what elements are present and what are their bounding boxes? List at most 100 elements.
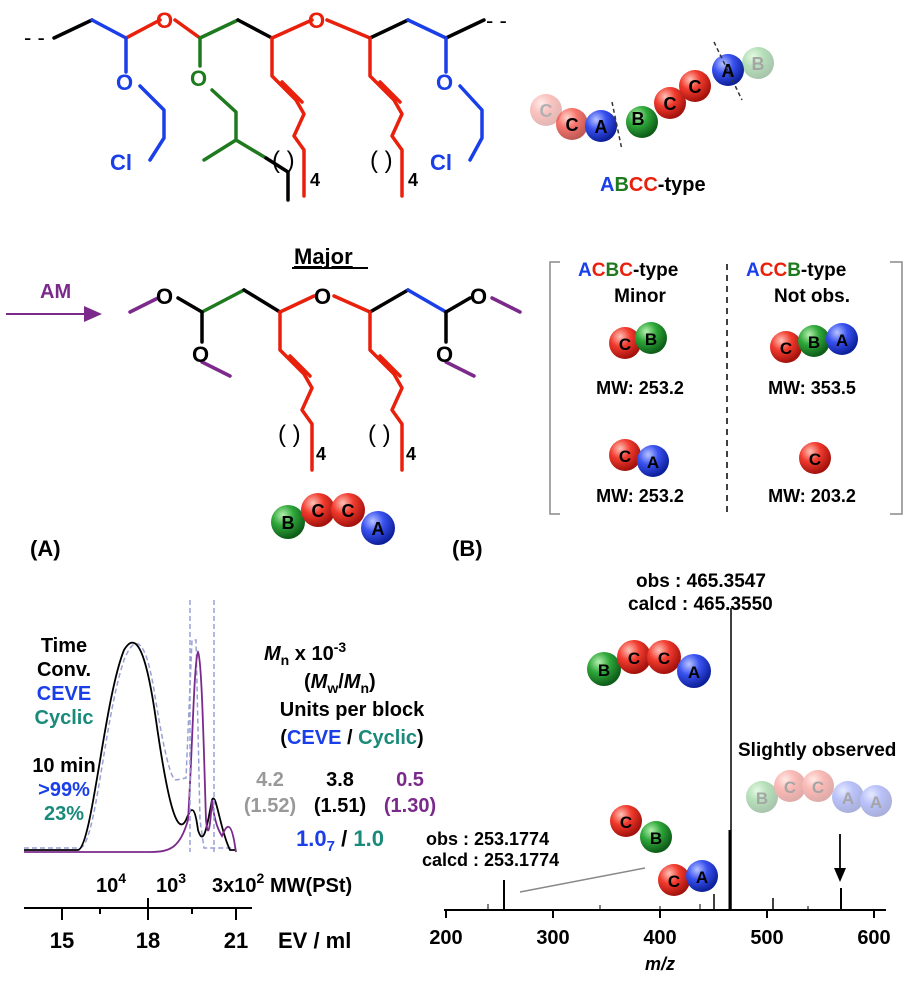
fragment-c: C — [799, 442, 831, 474]
svg-text:C: C — [628, 649, 640, 668]
svg-text:C: C — [780, 339, 792, 358]
atom-o-b5: O — [436, 342, 453, 367]
svg-text:calcd : 253.1774: calcd : 253.1774 — [422, 850, 559, 870]
svg-text:obs : 465.3547: obs : 465.3547 — [636, 571, 766, 592]
bottom-polymer-structure — [128, 288, 522, 472]
ms-x-label: m/z — [645, 954, 675, 974]
bcca-bead-chain-bottom: B C C A — [271, 493, 395, 545]
acbc-type-label: ACBC-type — [578, 260, 678, 281]
svg-text:400: 400 — [643, 927, 676, 949]
am-arrow: AM — [6, 281, 102, 322]
abcc-bead-chain: C C A B C C A B — [530, 41, 774, 151]
svg-text:1.07 / 1.0: 1.07 / 1.0 — [296, 826, 384, 855]
svg-text:600: 600 — [857, 927, 890, 949]
svg-text:(Mw/Mn): (Mw/Mn) — [304, 671, 376, 696]
svg-text:A: A — [842, 789, 854, 808]
bead-a: A — [361, 511, 395, 545]
svg-text:(1.30): (1.30) — [384, 795, 436, 817]
accb-type-label: ACCB-type — [746, 260, 846, 281]
svg-text:10 min: 10 min — [32, 755, 95, 777]
svg-text:B: B — [650, 829, 662, 848]
bead-b-1: B — [626, 106, 658, 138]
paren-top-2: ( ) — [370, 147, 393, 174]
svg-text:B: B — [808, 333, 820, 352]
ms-x-ticks: 200 300 400 500 600 m/z — [429, 927, 890, 974]
bead-c-2: C — [654, 87, 686, 119]
svg-text:Units per block: Units per block — [280, 699, 425, 721]
svg-text:B: B — [282, 513, 295, 533]
svg-text:A: A — [722, 61, 735, 81]
svg-text:C: C — [312, 501, 325, 521]
bead-c: C — [331, 493, 365, 527]
gpc-mn-block: Mn x 10-3 (Mw/Mn) Units per block (CEVE … — [244, 639, 436, 855]
atom-o-3: O — [116, 70, 133, 95]
atom-o-b1: O — [156, 284, 173, 309]
svg-text:15: 15 — [50, 928, 74, 953]
ms-spectrum — [444, 608, 886, 918]
accb-status: Not obs. — [774, 286, 850, 307]
svg-text:A: A — [696, 868, 708, 887]
gpc-traces — [24, 600, 237, 853]
svg-text:A: A — [836, 331, 848, 350]
atom-cl-1: Cl — [110, 150, 132, 175]
mw-2: MW: 353.5 — [768, 378, 856, 398]
bead-b: B — [271, 505, 305, 539]
mw-3: MW: 253.2 — [596, 486, 684, 506]
svg-text:300: 300 — [536, 927, 569, 949]
svg-text:(CEVE / Cyclic): (CEVE / Cyclic) — [280, 727, 423, 749]
atom-o-b3: O — [470, 284, 487, 309]
gpc-legend: Time Conv. CEVE Cyclic 10 min >99% 23% — [32, 635, 95, 825]
sub-4-top-1: 4 — [310, 170, 320, 190]
svg-text:C: C — [658, 649, 670, 668]
atom-o-5: O — [436, 70, 453, 95]
svg-text:C: C — [668, 872, 680, 891]
atom-cl-2: Cl — [430, 150, 452, 175]
bead-c-faded-1: C — [530, 94, 562, 126]
gpc-trace-gray-dashed — [24, 639, 236, 849]
ms-bcca-beads: B C C A — [587, 640, 711, 688]
acbc-status: Minor — [614, 286, 666, 307]
sub-4-top-2: 4 — [408, 170, 418, 190]
svg-text:C: C — [809, 450, 821, 469]
svg-text:A: A — [372, 519, 385, 539]
gpc-trace-purple — [24, 649, 237, 853]
svg-text:(1.51): (1.51) — [314, 795, 366, 817]
atom-o-1: O — [156, 8, 173, 33]
svg-text:calcd : 465.3550: calcd : 465.3550 — [628, 594, 773, 615]
bead-b-faded: B — [742, 47, 774, 79]
chain-end-left: - - — [24, 25, 45, 50]
gpc-ev-ticks: 15 18 21 EV / ml — [50, 928, 352, 953]
svg-text:A: A — [688, 663, 700, 682]
svg-text:C: C — [566, 115, 579, 135]
panel-label-b: (B) — [452, 536, 483, 561]
svg-text:B: B — [632, 109, 645, 129]
svg-text:C: C — [540, 101, 553, 121]
bottom-atom-labels: O O O O O ( ) 4 ( ) 4 — [156, 284, 487, 464]
arrow-label: AM — [40, 281, 71, 303]
svg-text:B: B — [645, 330, 657, 349]
svg-text:Cyclic: Cyclic — [35, 707, 94, 729]
svg-text:ABCC-type: ABCC-type — [600, 174, 706, 196]
atom-o-4: O — [190, 66, 207, 91]
mw-1: MW: 253.2 — [596, 378, 684, 398]
svg-text:500: 500 — [750, 927, 783, 949]
svg-text:3.8: 3.8 — [326, 769, 354, 791]
svg-text:EV / ml: EV / ml — [278, 928, 351, 953]
paren-top-1: ( ) — [272, 147, 295, 174]
svg-text:103: 103 — [156, 870, 186, 897]
svg-text:obs : 253.1774: obs : 253.1774 — [426, 829, 549, 849]
bead-a-1: A — [585, 110, 617, 142]
svg-text:A: A — [870, 793, 882, 812]
svg-text:B: B — [752, 54, 765, 74]
svg-text:Time: Time — [41, 635, 87, 657]
top-polymer-structure: - - - - — [24, 8, 507, 202]
sub-4-bottom-1: 4 — [316, 444, 326, 464]
atom-o-b4: O — [192, 342, 209, 367]
ms-peak1-labels: obs : 465.3547 calcd : 465.3550 — [628, 571, 773, 615]
chain-end-right: - - — [486, 8, 507, 33]
svg-text:(1.52): (1.52) — [244, 795, 296, 817]
abcc-type-label: ABCC-type — [600, 174, 706, 196]
